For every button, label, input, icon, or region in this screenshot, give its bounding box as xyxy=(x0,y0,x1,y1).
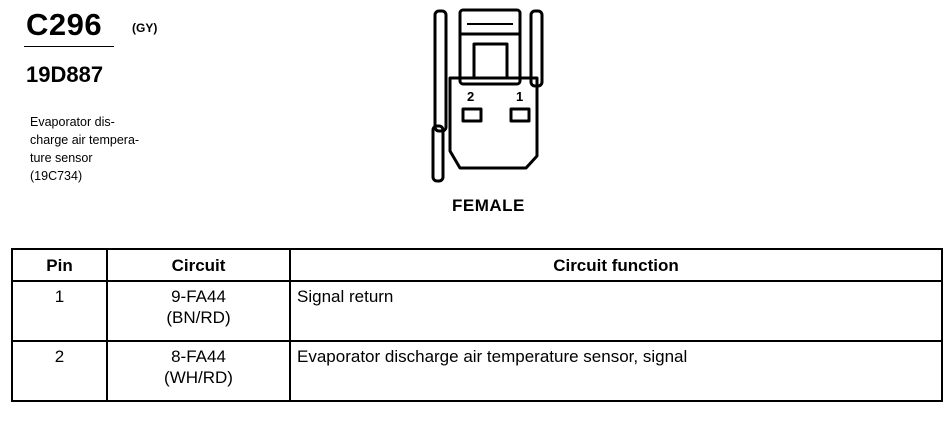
wire-color: (BN/RD) xyxy=(166,308,231,327)
connector-id-underline xyxy=(24,46,114,47)
circuit-cell: 8-FA44 (WH/RD) xyxy=(106,340,291,402)
circuit-function: Evaporator discharge air temperature sen… xyxy=(289,340,943,402)
connector-right-latch xyxy=(529,9,544,88)
circuit-function: Signal return xyxy=(289,280,943,342)
pinout-table: Pin Circuit Circuit function 1 9-FA44 (B… xyxy=(11,248,943,402)
wire-color: (WH/RD) xyxy=(164,368,233,387)
connector-lower-post xyxy=(431,124,445,183)
pin-label-1: 1 xyxy=(516,89,523,104)
table-row: 1 9-FA44 (BN/RD) Signal return xyxy=(11,280,943,342)
header-pin: Pin xyxy=(11,248,108,282)
connector-face-diagram: 2 1 xyxy=(430,6,570,186)
description-line: charge air tempera- xyxy=(30,133,140,147)
connector-body xyxy=(448,76,539,170)
component-description: Evaporator dis- charge air tempera- ture… xyxy=(30,113,200,185)
connector-id: C296 xyxy=(26,7,103,42)
circuit-id: 9-FA44 xyxy=(171,287,226,306)
pin-number: 1 xyxy=(11,280,108,342)
connector-color: (GY) xyxy=(132,21,158,35)
connector-latch-window xyxy=(472,42,509,80)
circuit-id: 8-FA44 xyxy=(171,347,226,366)
pin-cavity-2 xyxy=(461,107,483,123)
description-line: ture sensor xyxy=(30,151,93,165)
pin-label-2: 2 xyxy=(467,89,474,104)
header-circuit: Circuit xyxy=(106,248,291,282)
connector-left-latch xyxy=(433,9,448,133)
part-number: 19D887 xyxy=(26,62,104,87)
header-circuit-function: Circuit function xyxy=(289,248,943,282)
description-line: Evaporator dis- xyxy=(30,115,115,129)
table-header-row: Pin Circuit Circuit function xyxy=(11,248,943,282)
description-line: (19C734) xyxy=(30,169,83,183)
connector-gender-label: FEMALE xyxy=(452,196,525,215)
table-row: 2 8-FA44 (WH/RD) Evaporator discharge ai… xyxy=(11,340,943,402)
circuit-cell: 9-FA44 (BN/RD) xyxy=(106,280,291,342)
connector-top-latch xyxy=(458,8,522,86)
pin-cavity-1 xyxy=(509,107,531,123)
pin-number: 2 xyxy=(11,340,108,402)
